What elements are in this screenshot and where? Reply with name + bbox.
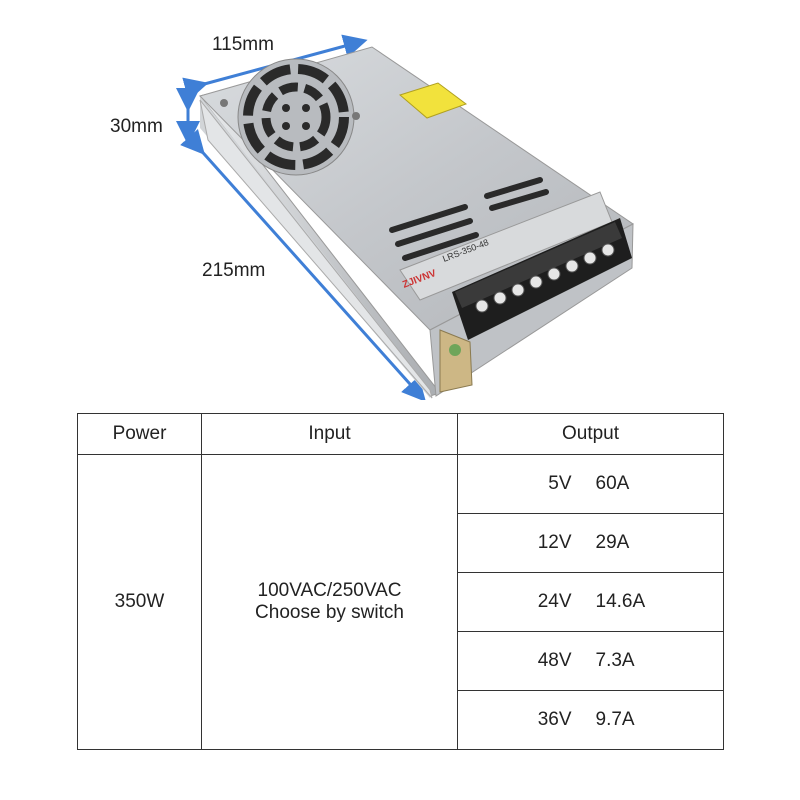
height-dimension-label: 30mm <box>110 116 163 137</box>
output-current: 7.3A <box>595 649 635 671</box>
spec-table: Power Input Output 350W 100VAC/250VAC Ch… <box>77 413 724 751</box>
output-cell: 12V 29A <box>457 512 724 573</box>
output-cell: 36V 9.7A <box>457 689 724 751</box>
table-row: 24V 14.6A <box>78 571 724 632</box>
output-voltage: 12V <box>537 531 572 553</box>
vent-slots <box>389 177 549 261</box>
input-cell: 100VAC/250VAC Choose by switch <box>201 453 458 751</box>
output-current: 9.7A <box>595 708 635 730</box>
width-dimension-label: 115mm <box>212 34 274 55</box>
output-current: 14.6A <box>595 590 646 612</box>
header-input: Input <box>201 413 458 455</box>
output-voltage: 24V <box>537 590 572 612</box>
terminal-block <box>452 218 632 340</box>
output-voltage: 48V <box>537 649 572 671</box>
output-current: 60A <box>595 472 630 494</box>
power-supply-image: LRS-350-48 ZJIVNV <box>176 34 634 400</box>
fan-grille-icon <box>220 58 360 176</box>
output-voltage: 36V <box>537 708 572 730</box>
header-power: Power <box>77 413 202 455</box>
table-header-row: Power Input Output <box>77 413 724 455</box>
output-cell: 5V 60A <box>457 453 724 514</box>
table-row: 350W 100VAC/250VAC Choose by switch 5V 60… <box>77 453 724 751</box>
input-range: 100VAC/250VAC <box>257 579 402 601</box>
length-dimension-label: 215mm <box>202 260 266 281</box>
header-output: Output <box>457 413 724 455</box>
output-cell: 24V 14.6A <box>457 571 724 632</box>
output-cell: 48V 7.3A <box>457 630 724 691</box>
table-row: 12V 29A <box>78 512 724 573</box>
output-voltage: 5V <box>548 472 572 494</box>
power-cell: 350W <box>77 453 202 751</box>
table-row: 36V 9.7A <box>78 689 724 751</box>
table-row: 48V 7.3A <box>78 630 724 691</box>
output-current: 29A <box>595 531 630 553</box>
input-note: Choose by switch <box>255 601 404 623</box>
